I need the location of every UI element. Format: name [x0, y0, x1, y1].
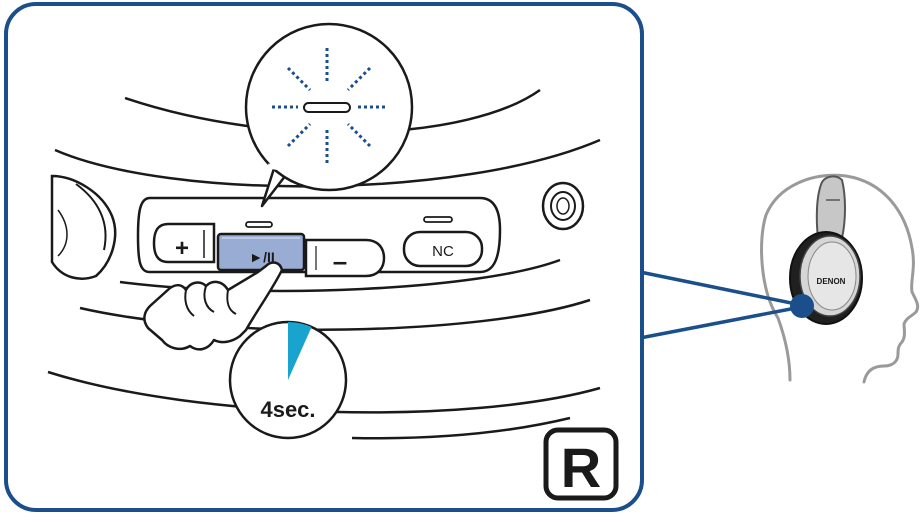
play-pause-label: ►/II — [249, 249, 275, 265]
led-magnifier — [244, 22, 414, 208]
nc-button[interactable]: NC — [402, 230, 484, 268]
minus-label: – — [333, 246, 347, 276]
audio-jack — [541, 181, 585, 231]
pressing-hand — [143, 261, 284, 351]
nc-label: NC — [432, 243, 454, 260]
minus-button[interactable]: – — [304, 238, 386, 278]
timer-label: 4sec. — [260, 397, 315, 422]
plus-label: + — [175, 235, 189, 262]
head-outline — [760, 173, 920, 384]
side-knob — [50, 174, 117, 280]
headband — [815, 175, 846, 239]
brand-label: DENON — [817, 277, 846, 286]
timer-disc: 4sec. — [228, 320, 348, 440]
led-slot-left — [245, 221, 273, 228]
plus-button[interactable]: + — [152, 222, 216, 264]
timer-sector — [288, 322, 312, 380]
play-pause-button[interactable]: ►/II — [216, 232, 306, 272]
led-indicator — [303, 102, 351, 113]
side-badge-label: R — [561, 436, 601, 499]
control-strip: + ►/II – NC — [136, 196, 502, 278]
pointer-lines — [639, 270, 814, 340]
head-figure: DENON — [760, 173, 920, 384]
pointer-dot — [790, 294, 814, 318]
side-badge: R — [543, 427, 619, 501]
led-slot-right — [423, 216, 453, 223]
blink-rays — [272, 48, 386, 164]
callout-frame — [4, 2, 644, 512]
